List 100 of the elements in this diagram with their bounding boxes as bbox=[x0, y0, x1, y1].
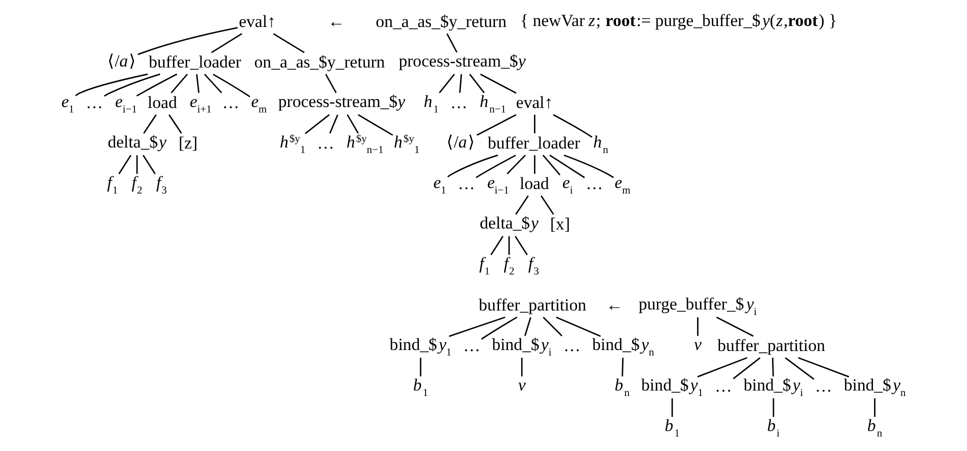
node-text: e$_{i+1}$ bbox=[190, 92, 212, 116]
node-text: h$_{1}$ bbox=[424, 92, 439, 116]
connector bbox=[420, 358, 422, 376]
node-text: [z] bbox=[178, 134, 198, 153]
node-text: buffer_partition bbox=[718, 336, 826, 356]
connector bbox=[476, 114, 516, 136]
connector bbox=[716, 316, 754, 337]
node-text: f$_{2}$ bbox=[132, 172, 142, 196]
node-text: … bbox=[463, 336, 480, 356]
connector bbox=[346, 114, 359, 134]
node-text: e$_{i−1}$ bbox=[115, 92, 137, 116]
connector bbox=[534, 114, 536, 134]
connector bbox=[304, 114, 330, 134]
node-text: bind_$y$_{1}$ bbox=[390, 335, 452, 359]
label: { newVar z; root:= purge_buffer_$y(z,root) } bbox=[520, 10, 837, 30]
node-text: b$_{n}$ bbox=[867, 416, 882, 440]
connector bbox=[104, 74, 160, 97]
connector bbox=[481, 316, 518, 340]
connector bbox=[75, 74, 148, 96]
node-text: process-stream_$y bbox=[278, 92, 406, 111]
connector bbox=[476, 154, 516, 178]
node-text: load bbox=[520, 174, 550, 194]
connector bbox=[549, 154, 585, 178]
connector bbox=[540, 195, 554, 215]
connector bbox=[515, 195, 529, 215]
connector bbox=[697, 317, 698, 336]
connector bbox=[564, 154, 614, 178]
node-text: [x] bbox=[550, 214, 570, 234]
label: ← bbox=[606, 296, 624, 315]
connector bbox=[136, 74, 178, 96]
connector bbox=[772, 398, 774, 417]
connector bbox=[506, 154, 526, 174]
node-text: on_a_as_$y_return bbox=[376, 12, 506, 31]
node-text: delta_$y bbox=[108, 132, 166, 152]
node-text: b$_{i}$ bbox=[767, 416, 780, 440]
node-text: b$_{1}$ bbox=[664, 416, 680, 440]
node-text: … bbox=[815, 376, 832, 396]
node-text: f$_{2}$ bbox=[504, 254, 514, 278]
connector bbox=[138, 27, 238, 56]
node-text: f$_{3}$ bbox=[156, 172, 167, 196]
connector bbox=[358, 114, 394, 136]
node-text: bind_$y$_{1}$ bbox=[641, 376, 704, 400]
connector bbox=[772, 358, 774, 376]
connector bbox=[273, 33, 305, 54]
connector bbox=[784, 357, 814, 380]
node-text: delta_$y bbox=[480, 213, 539, 232]
connector bbox=[168, 114, 182, 134]
node-text: h$_{n}$ bbox=[593, 132, 608, 156]
connector bbox=[534, 155, 536, 174]
connector bbox=[542, 154, 560, 176]
node-text: process-stream_$y bbox=[398, 51, 526, 70]
node-text: … bbox=[714, 376, 732, 396]
connector bbox=[136, 155, 138, 174]
node-text: … bbox=[458, 174, 475, 194]
node-text: … bbox=[563, 336, 581, 356]
connector bbox=[521, 358, 523, 376]
node-text: … bbox=[222, 93, 240, 112]
connector bbox=[448, 316, 506, 337]
node-text: eval↑ bbox=[238, 12, 276, 31]
connector bbox=[142, 154, 156, 174]
node-text: e$_{i−1}$ bbox=[487, 172, 510, 196]
node-text: eval↑ bbox=[516, 93, 553, 112]
node-text: f$_{1}$ bbox=[479, 254, 490, 278]
connector bbox=[697, 357, 748, 378]
node-text: v bbox=[694, 335, 702, 354]
node-text: buffer_partition bbox=[478, 296, 586, 315]
connector bbox=[204, 74, 222, 94]
connector bbox=[459, 74, 462, 93]
node-text: purge_buffer_$y$_{i}$ bbox=[638, 294, 757, 318]
connector bbox=[211, 33, 242, 54]
connector bbox=[118, 154, 132, 174]
connector bbox=[874, 398, 876, 417]
node-text: e$_{m}$ bbox=[251, 92, 267, 116]
node-text: bind_$y$_{n}$ bbox=[844, 376, 906, 400]
connector bbox=[514, 236, 528, 256]
connector bbox=[480, 74, 516, 94]
connector bbox=[469, 74, 485, 94]
node-text: buffer_loader bbox=[488, 134, 580, 153]
connector bbox=[446, 33, 458, 53]
connector bbox=[508, 236, 510, 255]
connector bbox=[196, 74, 200, 93]
connector bbox=[329, 114, 338, 134]
connector bbox=[325, 74, 337, 94]
node-text: f$_{1}$ bbox=[107, 172, 118, 196]
connector bbox=[622, 358, 624, 376]
node-text: e$_{1}$ bbox=[433, 172, 446, 196]
node-text: ⟨/a⟩ bbox=[446, 132, 476, 152]
node-text: ⟨/a⟩ bbox=[108, 51, 136, 70]
node-text: … bbox=[586, 174, 603, 194]
node-text: bind_$y$_{n}$ bbox=[592, 335, 654, 359]
connector bbox=[490, 236, 504, 256]
connector bbox=[542, 316, 562, 336]
connector bbox=[798, 357, 850, 378]
node-text: v bbox=[518, 376, 526, 395]
node-text: b$_{1}$ bbox=[413, 376, 428, 400]
node-text: e$_{m}$ bbox=[614, 172, 630, 196]
connector bbox=[556, 316, 601, 337]
node-text: on_a_as_$y_return bbox=[254, 52, 385, 72]
node-text: buffer_loader bbox=[148, 52, 242, 72]
connector bbox=[143, 114, 157, 134]
